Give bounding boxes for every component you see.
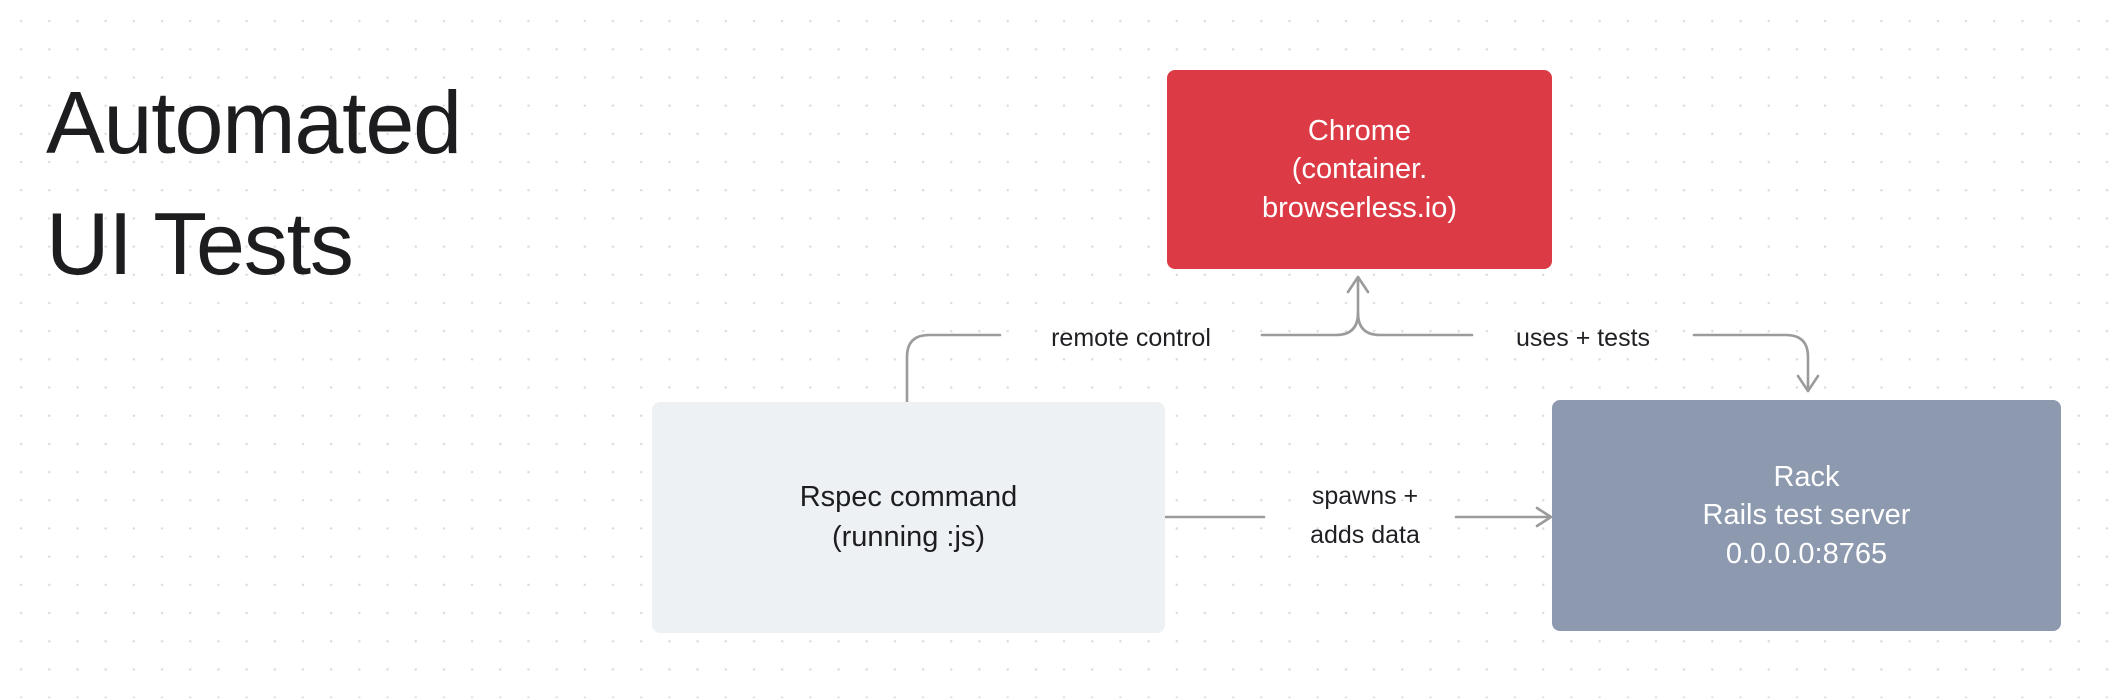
edge-spawns-arrowhead [1535, 506, 1553, 528]
edge-uses-tests-path [1356, 311, 1474, 337]
node-rack-line-2: Rails test server [1702, 499, 1911, 532]
node-rack[interactable]: Rack Rails test server 0.0.0.0:8765 [1552, 400, 2061, 631]
edge-remote-control-path [905, 333, 1002, 404]
node-rack-line-1: Rack [1773, 460, 1840, 493]
node-rspec-command[interactable]: Rspec command (running :js) [652, 402, 1165, 633]
node-chrome[interactable]: Chrome (container. browserless.io) [1167, 70, 1552, 269]
edge-label-uses-tests: uses + tests [1515, 324, 1651, 352]
node-rspec-line-2: (running :js) [831, 520, 986, 553]
edge-remote-control-path-2 [1260, 278, 1360, 337]
page-title: Automated UI Tests [46, 73, 462, 294]
edge-remote-control-arrowhead [1346, 275, 1370, 294]
node-rack-line-3: 0.0.0.0:8765 [1725, 537, 1888, 570]
edge-uses-tests-arrowhead [1796, 374, 1820, 393]
node-rspec-line-1: Rspec command [799, 481, 1018, 514]
edge-uses-tests-path-2 [1692, 333, 1810, 390]
node-chrome-line-2: (container. [1291, 153, 1428, 186]
edge-label-spawns-adds-data: spawns + adds data [1310, 482, 1420, 549]
edge-label-remote-control: remote control [1051, 324, 1211, 352]
node-chrome-line-1: Chrome [1307, 114, 1412, 147]
node-chrome-line-3: browserless.io) [1262, 191, 1457, 224]
